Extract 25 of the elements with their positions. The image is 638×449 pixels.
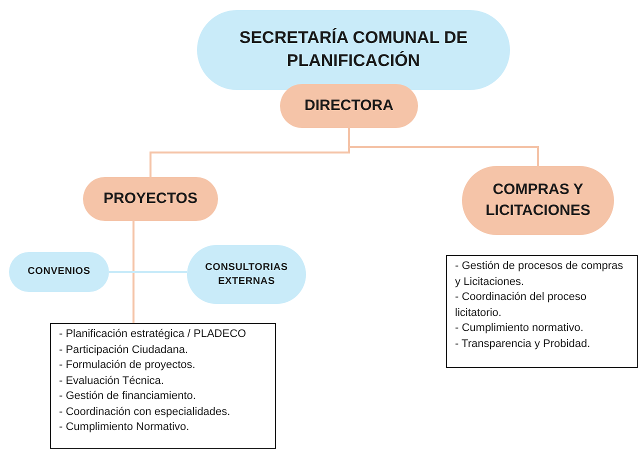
connector-line [348, 128, 539, 166]
task-list-box [50, 323, 276, 449]
connector-line [132, 221, 134, 323]
node-label: DIRECTORA [304, 96, 394, 116]
unit-pill [9, 252, 109, 292]
list-item: - Gestión de procesos de compras y Licitaciones. [455, 259, 624, 290]
node-label: SECRETARÍA COMUNAL DE PLANIFICACIÓN [238, 27, 469, 72]
list-item: - Transparencia y Probidad. [455, 336, 590, 352]
list-item: - Formulación de proyectos. [59, 358, 196, 373]
node-label: CONVENIOS [28, 265, 90, 279]
node-label: PROYECTOS [104, 188, 198, 209]
list-item: - Participación Ciudadana. [59, 342, 188, 358]
list-item: - Cumplimiento Normativo. [59, 420, 190, 435]
list-item: - Cumplimiento normativo. [455, 321, 584, 336]
list-item: - Coordinación del proceso licitatorio. [455, 290, 588, 320]
task-list-box [446, 255, 638, 368]
list-item: - Coordinación con especialidades. [59, 404, 230, 420]
connector-line [109, 271, 187, 273]
list-item: - Gestión de financiamiento. [59, 389, 196, 404]
role-pill [280, 84, 418, 128]
node-label: CONSULTORIAS EXTERNAS [204, 261, 289, 288]
node-label: COMPRAS Y LICITACIONES [484, 180, 592, 220]
department-pill [83, 177, 218, 221]
list-item: - Planificación estratégica / PLADECO [59, 327, 246, 342]
list-item: - Evaluación Técnica. [59, 374, 164, 388]
